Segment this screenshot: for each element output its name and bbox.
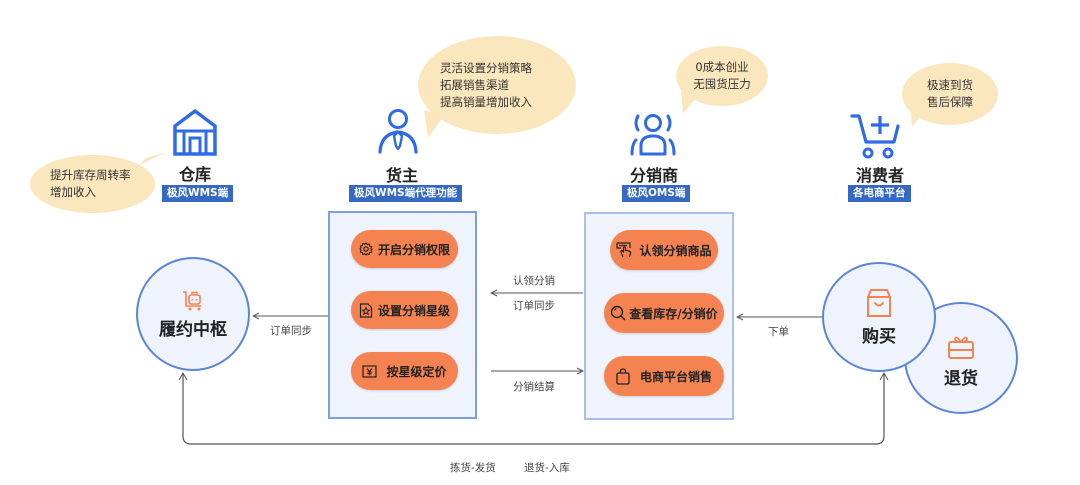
edge-label-settlement: 分销结算 <box>513 381 555 393</box>
role-title-warehouse: 仓库 <box>178 165 211 184</box>
bubble-line: 极速到货 <box>927 78 973 92</box>
shopping-bag-icon <box>616 367 630 385</box>
edge-label-place-order: 下单 <box>768 326 789 338</box>
step-price-by-star[interactable]: 按星级定价 <box>351 352 458 390</box>
loop-arrowhead-right <box>879 371 889 381</box>
search-icon <box>611 305 626 321</box>
step-label: 设置分销星级 <box>377 303 450 318</box>
role-tag-warehouse: 极风WMS端 <box>162 185 234 202</box>
role-tag-consumer: 各电商平台 <box>848 185 911 202</box>
gift-box-icon <box>948 336 974 359</box>
fulfillment-hub-label: 履约中枢 <box>159 319 227 340</box>
bubble-tail <box>910 105 928 127</box>
bottom-loop-line <box>182 373 885 445</box>
claim-hand-icon <box>616 242 632 258</box>
edge-label-claim-distribution: 认领分销 <box>513 275 555 287</box>
step-label: 开启分销权限 <box>377 242 450 257</box>
edge-label-merchant-to-hub: 订单同步 <box>270 325 312 337</box>
yen-icon <box>362 364 378 378</box>
speech-bubble-distributor: 0成本创业 无囤货压力 <box>676 46 768 106</box>
edge-label-pick-ship: 拣货-发货 <box>450 462 496 474</box>
bubble-line: 售后保障 <box>927 95 973 109</box>
role-tag-distributor: 极风OMS端 <box>622 185 691 202</box>
step-label: 按星级定价 <box>386 364 447 379</box>
step-claim-products[interactable]: 认领分销商品 <box>610 230 718 270</box>
speech-bubble-warehouse: 提升库存周转率 增加收入 <box>30 155 155 213</box>
gear-icon <box>359 242 373 256</box>
step-set-star-level[interactable]: 设置分销星级 <box>351 291 458 329</box>
loop-arrowhead-left <box>178 371 188 381</box>
step-label: 认领分销商品 <box>639 243 712 258</box>
step-enable-distribution[interactable]: 开启分销权限 <box>351 230 458 268</box>
return-label: 退货 <box>944 368 978 389</box>
bubble-line: 提升库存周转率 <box>50 168 131 182</box>
bubble-line: 增加收入 <box>50 185 96 199</box>
luggage-cart-icon <box>183 290 201 310</box>
merchant-icon <box>378 109 418 154</box>
bubble-tail <box>681 90 699 114</box>
shopping-box-icon <box>867 288 891 317</box>
speech-bubble-consumer: 极速到货 售后保障 <box>902 63 998 125</box>
distributor-icon <box>630 114 676 156</box>
bubble-line: 灵活设置分销策略 <box>440 60 532 75</box>
cart-plus-icon <box>850 114 900 159</box>
role-title-consumer: 消费者 <box>855 166 904 185</box>
buy-label: 购买 <box>862 326 896 347</box>
star-doc-icon <box>359 302 373 318</box>
warehouse-icon <box>173 108 217 156</box>
bubble-tail <box>138 152 166 166</box>
step-label: 查看库存/分销价 <box>629 306 718 321</box>
role-tag-merchant: 极风WMS端代理功能 <box>349 185 463 202</box>
bubble-line: 0成本创业 <box>695 60 749 74</box>
buy-node[interactable]: 购买 <box>822 262 936 372</box>
step-check-inventory-price[interactable]: 查看库存/分销价 <box>604 293 724 333</box>
fulfillment-hub-node[interactable]: 履约中枢 <box>136 257 250 371</box>
edge-label-return-stock: 退货-入库 <box>524 462 570 474</box>
bubble-line: 提高销量增加收入 <box>440 94 532 109</box>
role-title-merchant: 货主 <box>385 166 418 185</box>
bubble-line: 无囤货压力 <box>693 77 751 91</box>
bubble-line: 拓展销售渠道 <box>440 77 509 92</box>
step-sell-on-platform[interactable]: 电商平台销售 <box>604 356 724 396</box>
role-title-distributor: 分销商 <box>629 166 678 185</box>
speech-bubble-merchant: 灵活设置分销策略 拓展销售渠道 提高销量增加收入 <box>418 36 576 134</box>
step-label: 电商平台销售 <box>639 369 712 384</box>
bubble-tail <box>424 110 444 138</box>
edge-label-order-sync: 订单同步 <box>513 300 555 312</box>
